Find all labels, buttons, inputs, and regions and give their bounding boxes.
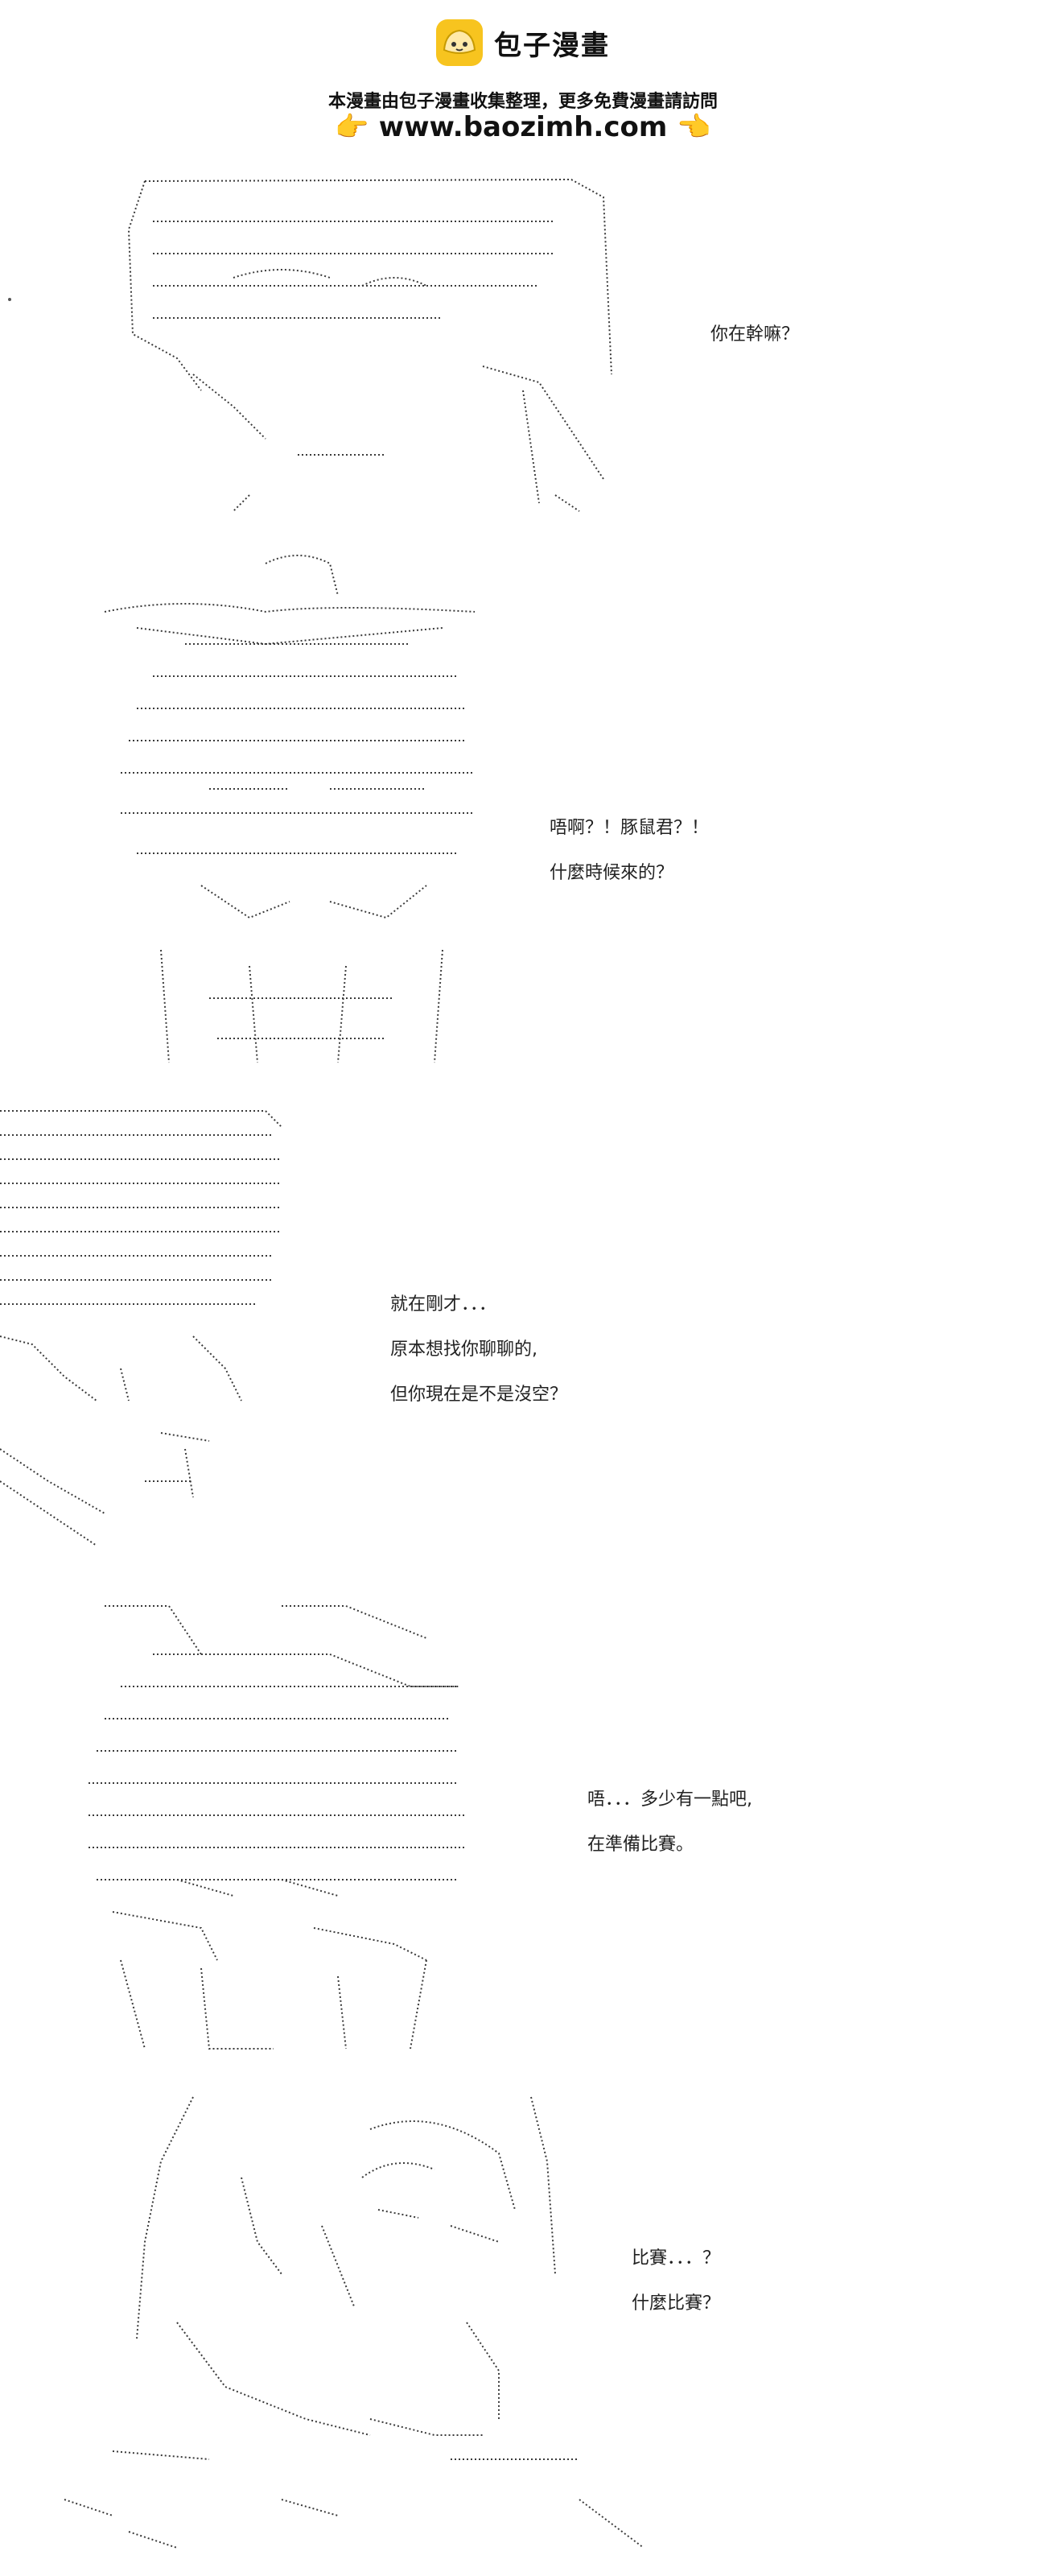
site-header: 包子漫畫 本漫畫由包子漫畫收集整理，更多免費漫畫請訪問 👉 www.baozim…: [0, 0, 1046, 153]
dialogue-2: 唔啊？！豚鼠君？！ 什麼時候來的？: [550, 819, 709, 910]
dialogue-line: 什麼比賽？: [632, 2293, 721, 2314]
ascii-art-character-3: [0, 1095, 306, 1554]
baozi-logo-icon: [436, 19, 483, 66]
url-row[interactable]: 👉 www.baozimh.com 👈: [0, 111, 1046, 143]
dialogue-line: 在準備比賽。: [587, 1835, 694, 1855]
dialogue-line: 唔．．．多少有一點吧,: [587, 1790, 752, 1810]
dialogue-1: 你在幹嘛？: [710, 326, 799, 371]
dialogue-line: 就在剛才．．．: [390, 1294, 497, 1315]
stray-dot: [8, 298, 11, 301]
dialogue-3: 就在剛才．．． 原本想找你聊聊的, 但你現在是不是沒空？: [390, 1296, 567, 1431]
ascii-art-character-4: [72, 1590, 499, 2057]
dialogue-line: 原本想找你聊聊的,: [390, 1340, 537, 1360]
dialogue-line: 什麼時候來的？: [550, 863, 674, 883]
dialogue-line: 比賽．．．？: [632, 2248, 721, 2268]
pointing-left-icon: 👈: [677, 111, 711, 143]
site-url-link[interactable]: www.baozimh.com: [378, 111, 668, 143]
ascii-art-character-1: [121, 165, 644, 519]
dialogue-line: 唔啊？！豚鼠君？！: [550, 818, 710, 838]
dialogue-line: 你在幹嘛？: [710, 324, 800, 345]
notice-text: 本漫畫由包子漫畫收集整理，更多免費漫畫請訪問: [327, 92, 718, 112]
site-name: 包子漫畫: [494, 29, 610, 62]
dialogue-line: 但你現在是不是沒空？: [390, 1385, 568, 1405]
pointing-right-icon: 👉: [335, 111, 369, 143]
ascii-art-character-5: [16, 2081, 660, 2564]
dialogue-5: 比賽．．．？ 什麼比賽？: [632, 2250, 720, 2340]
ascii-art-character-2: [89, 547, 507, 1071]
site-logo[interactable]: 包子漫畫: [434, 18, 610, 68]
dialogue-4: 唔．．．多少有一點吧, 在準備比賽。: [587, 1791, 752, 1881]
